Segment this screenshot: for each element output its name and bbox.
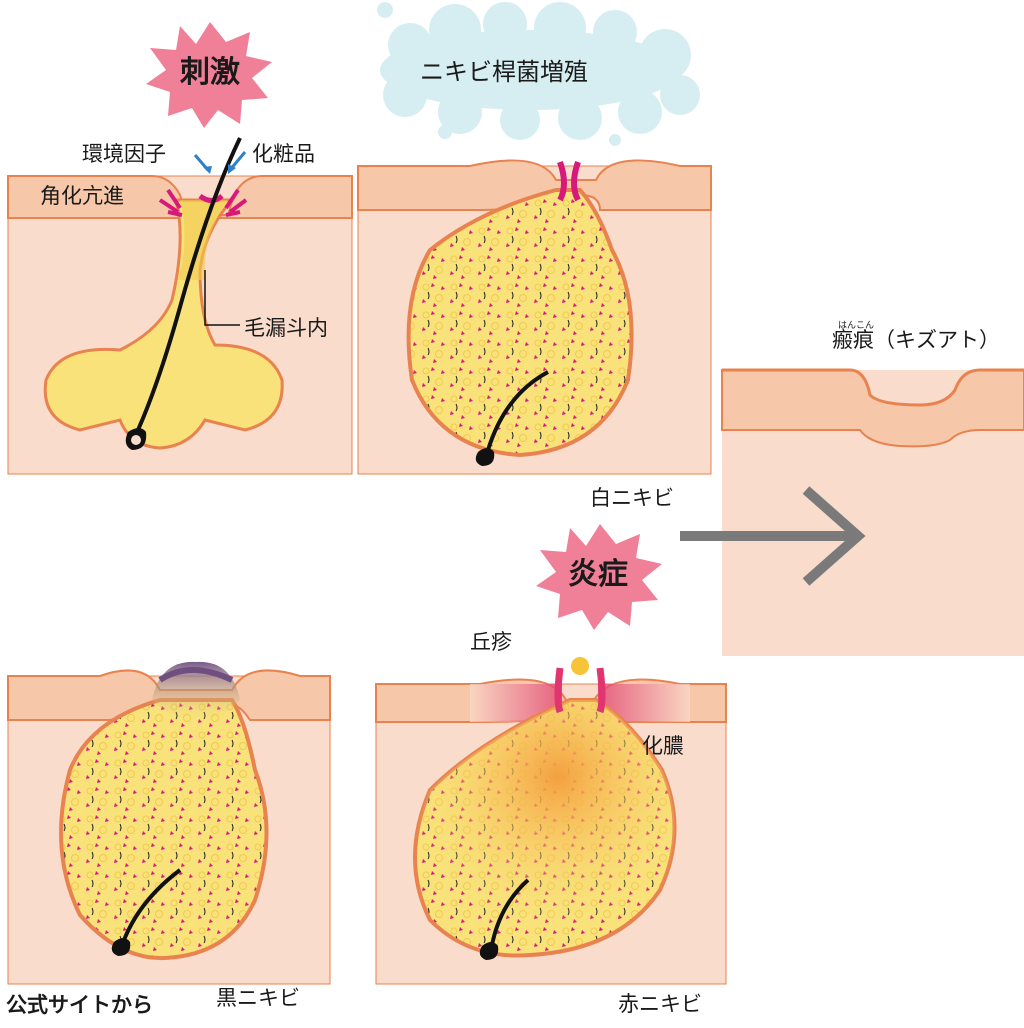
bacteria-cloud [377, 2, 700, 146]
black-comedone-caption: 黒ニキビ [216, 986, 300, 1010]
environment-label: 環境因子 [82, 142, 166, 166]
panel-white-comedone [357, 159, 712, 475]
panel-black-comedone [7, 661, 331, 985]
progression-arrow [680, 486, 866, 586]
scar-label: 瘢痕（キズアト） [832, 328, 1000, 352]
infundibulum-label: 毛漏斗内 [244, 316, 328, 340]
keratin-label: 角化亢進 [40, 184, 124, 208]
pus-label: 化膿 [642, 734, 684, 758]
panel-normal-follicle [7, 137, 353, 475]
red-acne-caption: 赤ニキビ [618, 992, 702, 1016]
papule-label: 丘疹 [470, 630, 512, 654]
irritation-burst [146, 22, 272, 128]
bacteria-label: ニキビ桿菌増殖 [420, 58, 588, 86]
panel-red-acne [375, 657, 727, 985]
inflammation-label: 炎症 [568, 557, 628, 592]
panel-scar [721, 368, 1024, 656]
scar-ruby: はんこん [838, 321, 875, 331]
inflammation-burst [536, 524, 662, 630]
cosmetics-label: 化粧品 [252, 142, 315, 166]
irritation-label: 刺激 [180, 55, 240, 90]
source-credit: 公式サイトから [6, 992, 153, 1017]
white-comedone-caption: 白ニキビ [590, 486, 674, 510]
